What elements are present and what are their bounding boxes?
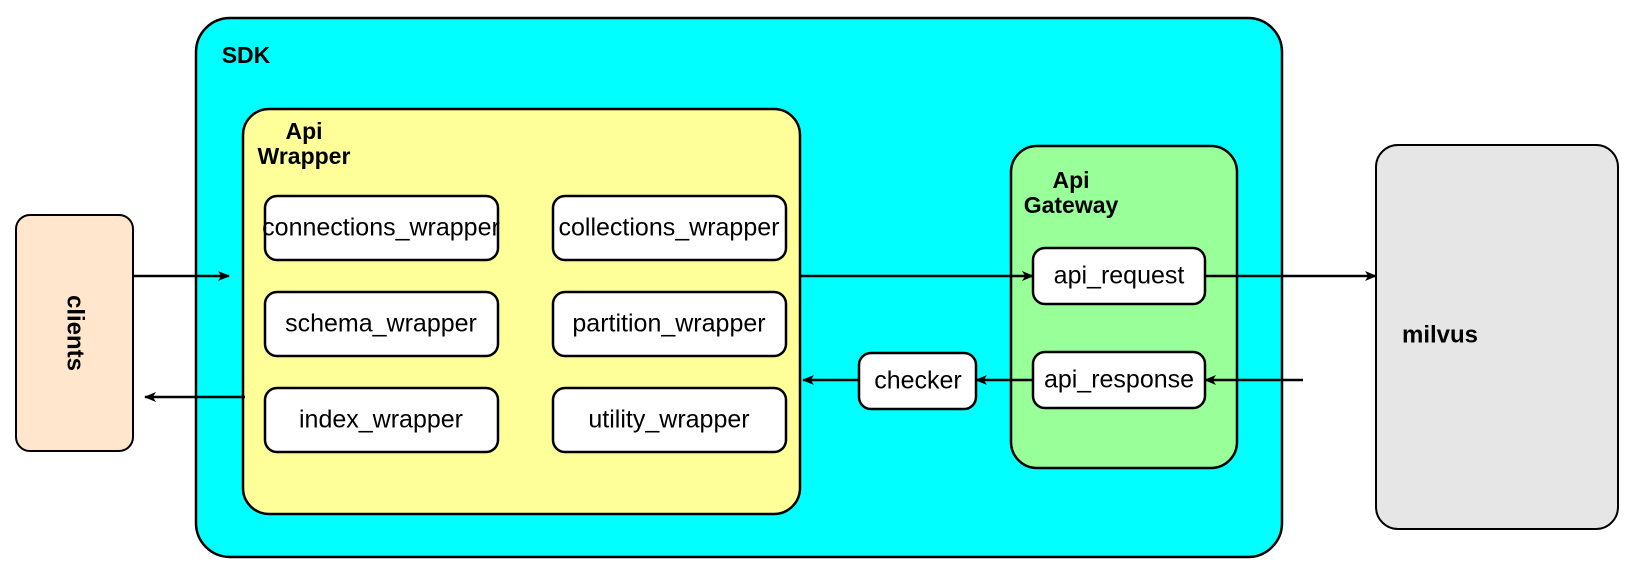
node-collections-wrapper-label: collections_wrapper bbox=[559, 214, 780, 242]
node-connections-wrapper[interactable] bbox=[263, 194, 500, 262]
container-sdk-label: SDK bbox=[222, 42, 271, 68]
node-schema-wrapper[interactable] bbox=[263, 290, 500, 358]
node-partition-wrapper-label: partition_wrapper bbox=[572, 310, 765, 338]
container-api-gateway-label-line2: Gateway bbox=[1024, 192, 1119, 218]
node-index-wrapper[interactable] bbox=[263, 386, 500, 454]
node-collections-wrapper[interactable] bbox=[551, 194, 788, 262]
node-connections-wrapper-label: connections_wrapper bbox=[262, 214, 500, 242]
node-checker-label: checker bbox=[874, 367, 962, 395]
node-api-request-label: api_request bbox=[1054, 262, 1185, 290]
container-api-gateway-label-line1: Api bbox=[1052, 167, 1089, 193]
container-api-wrapper-label-line2: Wrapper bbox=[258, 143, 351, 169]
node-index-wrapper-label: index_wrapper bbox=[299, 406, 463, 434]
node-clients-label: clients bbox=[62, 295, 89, 371]
node-schema-wrapper-label: schema_wrapper bbox=[285, 310, 477, 338]
node-clients[interactable] bbox=[15, 214, 134, 452]
node-utility-wrapper[interactable] bbox=[551, 386, 788, 454]
node-api-response-label: api_response bbox=[1044, 366, 1194, 394]
node-milvus-label: milvus bbox=[1402, 321, 1478, 348]
node-milvus[interactable] bbox=[1375, 144, 1619, 530]
node-partition-wrapper[interactable] bbox=[551, 290, 788, 358]
container-api-wrapper-label-line1: Api bbox=[285, 118, 322, 144]
node-utility-wrapper-label: utility_wrapper bbox=[588, 406, 749, 434]
